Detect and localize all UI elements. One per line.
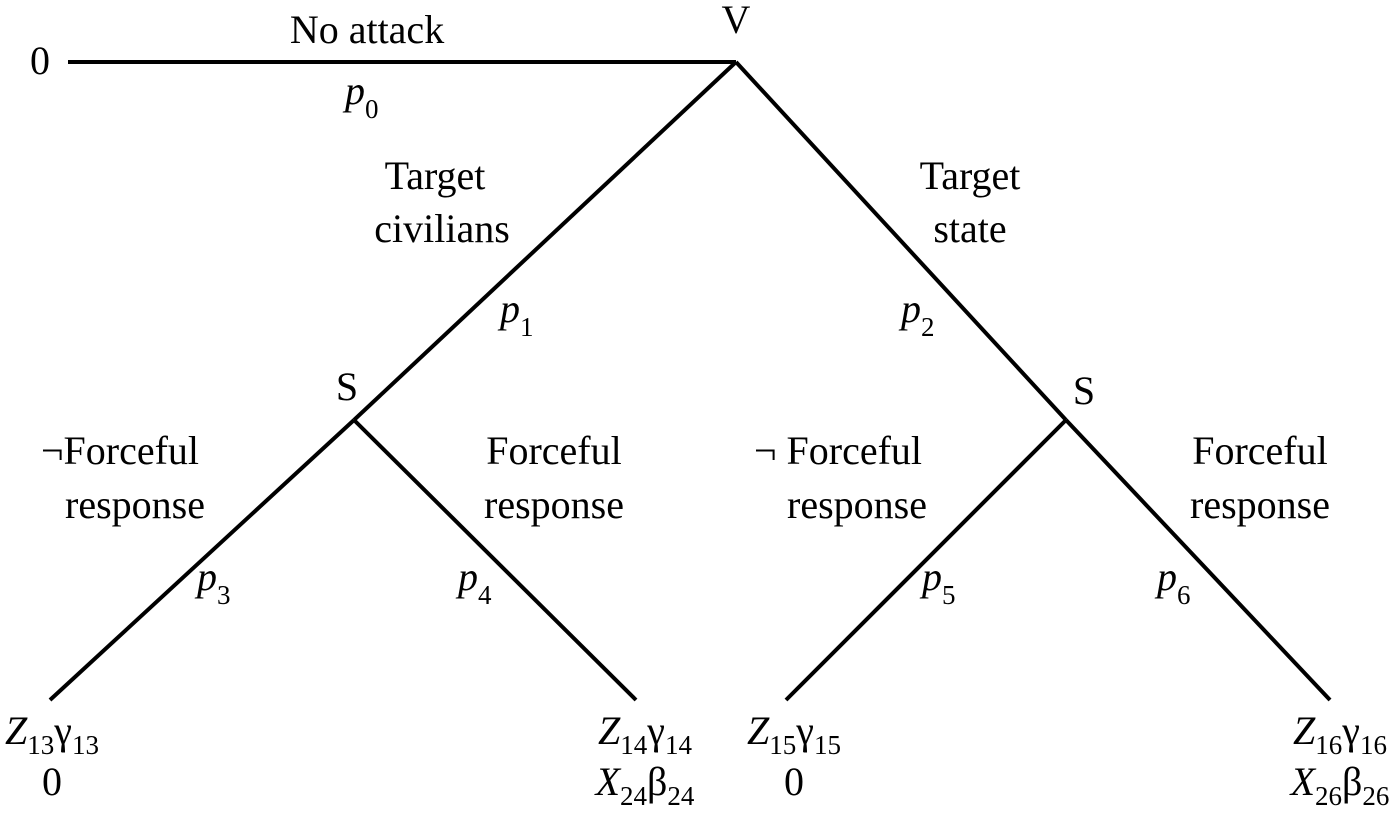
edge-state-no-forceful [784, 418, 1068, 702]
edge-target-state [734, 60, 1068, 422]
no-attack-payoff: 0 [30, 38, 50, 83]
payoff-15-second: 0 [784, 759, 804, 804]
response-2-label-line1: Forceful [486, 428, 622, 473]
payoff-13-second: 0 [42, 759, 62, 804]
response-3-label-line1: ¬ Forceful [754, 428, 922, 473]
response-1-label-line1: ¬Forceful [41, 428, 199, 473]
response-2-label-line2: response [484, 482, 624, 527]
response-4-label-line1: Forceful [1192, 428, 1328, 473]
left-state-node-label: S [336, 364, 358, 409]
target-civilians-label-line1: Target [385, 153, 486, 198]
prob-p3: p3 [194, 554, 231, 610]
edge-state-forceful [1064, 418, 1332, 702]
target-state-label-line1: Target [920, 153, 1021, 198]
payoff-14-second: X24β24 [594, 759, 695, 811]
prob-p6: p6 [1154, 554, 1191, 610]
prob-p4: p4 [455, 554, 492, 610]
response-4-label-line2: response [1190, 482, 1330, 527]
prob-p2: p2 [898, 286, 935, 342]
prob-p0: p0 [342, 68, 379, 124]
target-state-label-line2: state [933, 206, 1006, 251]
response-3-label-line2: response [787, 482, 927, 527]
edge-target-civilians [352, 60, 738, 422]
no-attack-label: No attack [290, 7, 444, 52]
payoff-16-second: X26β26 [1289, 759, 1390, 811]
root-node-label: V [722, 0, 751, 42]
payoff-16-first: Z16γ16 [1293, 708, 1387, 760]
payoff-15-first: Z15γ15 [747, 708, 841, 760]
prob-p5: p5 [919, 554, 956, 610]
edge-civilians-forceful [352, 418, 638, 702]
response-1-label-line2: response [65, 482, 205, 527]
payoff-13-first: Z13γ13 [5, 708, 99, 760]
prob-p1: p1 [497, 286, 534, 342]
edge-civilians-no-forceful [48, 418, 356, 702]
payoff-14-first: Z14γ14 [598, 708, 692, 760]
target-civilians-label-line2: civilians [374, 206, 510, 251]
right-state-node-label: S [1073, 368, 1095, 413]
